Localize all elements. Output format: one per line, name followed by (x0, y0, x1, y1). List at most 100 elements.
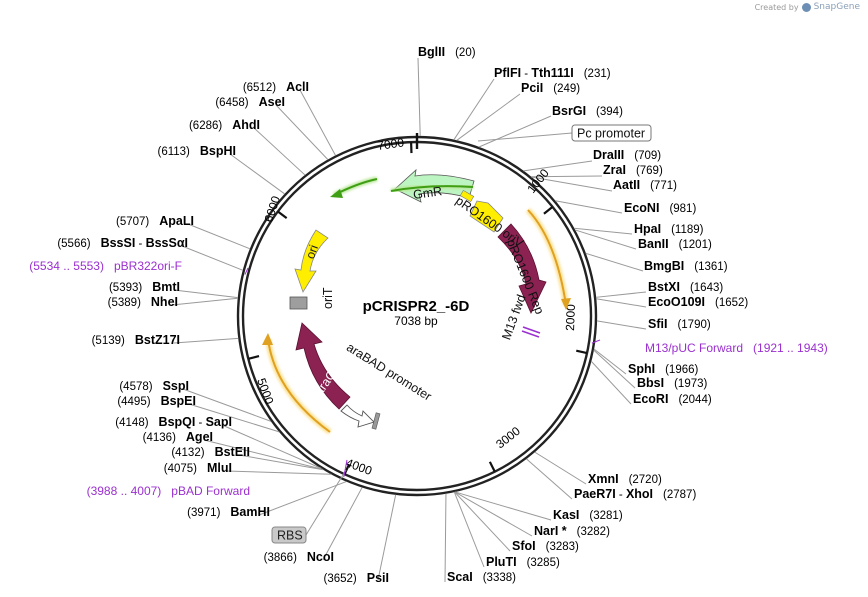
orange-arrowhead-right (561, 298, 571, 310)
enzyme-label: (4578)SspI (119, 379, 189, 393)
enzyme-leader (417, 57, 421, 137)
enzyme-label: (6512)AclI (243, 80, 309, 94)
enzyme-position: (1189) (671, 224, 704, 236)
enzyme-name: BamHI (230, 505, 270, 519)
enzyme-name: BglII (418, 45, 445, 59)
enzyme-label: KasI(3281) (553, 508, 623, 522)
snapgene-logo-icon (801, 2, 811, 12)
enzyme-name: PsiI (367, 571, 389, 585)
enzyme-position: (6458) (215, 97, 248, 109)
enzyme-name: ApaLI (159, 214, 194, 228)
enzyme-name: BmtI (152, 280, 180, 294)
enzyme-leader (453, 78, 495, 141)
orit-feature (289, 296, 308, 310)
rbs-box: RBS (271, 469, 347, 544)
enzyme-leader (182, 388, 272, 422)
enzyme-name: SphI (628, 362, 655, 376)
enzyme-position: (20) (455, 47, 476, 59)
enzyme-label: DraIII(709) (593, 148, 661, 162)
enzyme-label: (4136)AgeI (143, 430, 213, 444)
primer-label: (5534 .. 5553)pBR322ori-F (29, 259, 182, 273)
enzyme-name-2: SapI (206, 415, 232, 429)
enzyme-label: (3652)PsiI (324, 571, 390, 585)
enzyme-separator: - (521, 68, 531, 80)
enzyme-leader (453, 491, 485, 568)
enzyme-name: BstEII (215, 445, 250, 459)
pro1600-oriv-feature (469, 200, 504, 233)
scale-tick-mark (248, 355, 260, 360)
enzyme-label: (6113)BspHI (157, 144, 236, 158)
scale-tick-label: 3000 (493, 424, 523, 452)
enzyme-leader (593, 349, 636, 389)
scale-tick-label: 2000 (563, 304, 578, 331)
enzyme-name: BstZ17I (135, 333, 180, 347)
enzyme-name: BspEI (161, 394, 196, 408)
primer-leader (591, 339, 601, 344)
credit-brand: SnapGene (813, 2, 860, 12)
enzyme-position: (6512) (243, 82, 276, 94)
enzyme-name: PciI (521, 81, 543, 95)
orit-label: oriT (321, 287, 335, 309)
plasmid-size: 7038 bp (394, 314, 438, 328)
orange-arc-right (527, 209, 567, 306)
ori-feature (294, 229, 329, 293)
scale-tick-mark (576, 349, 588, 355)
enzyme-position: (1201) (679, 239, 712, 251)
scale-tick-mark (277, 210, 288, 219)
enzyme-label: ScaI(3338) (447, 570, 516, 584)
enzyme-label: BanII(1201) (638, 237, 712, 251)
scale-tick-mark (543, 205, 554, 215)
enzyme-position: (3285) (527, 557, 560, 569)
enzyme-leader (444, 493, 447, 583)
enzyme-position: (5707) (116, 216, 149, 228)
enzyme-label: BmgBI(1361) (644, 259, 728, 273)
gmr-label: GmR (412, 184, 443, 202)
enzyme-label: PaeR7I - XhoI(2787) (574, 487, 696, 501)
ori-label: ori (303, 243, 321, 261)
enzyme-label: (4495)BspEI (117, 394, 196, 408)
enzyme-position: (5566) (57, 238, 90, 250)
orange-arrowhead-left (262, 333, 273, 345)
m13-fwd-primer-mark (522, 326, 541, 334)
pc-promoter-box: Pc promoter (477, 124, 652, 142)
primer-leader (244, 267, 249, 275)
enzyme-name: BsrGI (552, 104, 586, 118)
scale-tick-label: 5000 (254, 376, 276, 406)
enzyme-position: (2720) (629, 474, 662, 486)
enzyme-label: (6458)AseI (215, 95, 285, 109)
enzyme-leader (253, 127, 306, 176)
enzyme-name: EcoNI (624, 201, 659, 215)
enzyme-name: KasI (553, 508, 579, 522)
enzyme-position: (1790) (677, 319, 710, 331)
m13-fwd-primer-mark-2 (521, 330, 540, 338)
enzyme-label: (3866)NcoI (264, 550, 334, 564)
pro1600-rep-feature (497, 223, 547, 314)
enzyme-separator: - (195, 417, 205, 429)
enzyme-label: (3971) BamHI (187, 505, 270, 519)
pc-promoter-leader (477, 132, 573, 142)
enzyme-name: AhdI (232, 118, 260, 132)
enzyme-name: BssSI (101, 236, 136, 250)
enzyme-position: (3338) (483, 572, 516, 584)
primer-name: pBR322ori-F (114, 259, 182, 273)
enzyme-position: (709) (634, 150, 661, 162)
primer-labels: M13/pUC Forward(1921 .. 1943) (3988 .. 40… (29, 259, 828, 498)
enzyme-name: NarI * (534, 524, 567, 538)
enzyme-leader (322, 487, 363, 561)
enzyme-name: BstXI (648, 280, 680, 294)
primer-range: (3988 .. 4007) (87, 484, 162, 498)
enzyme-leader (454, 491, 533, 537)
credit-prefix: Created by (754, 2, 799, 12)
plasmid-name: pCRISPR2_-6D (363, 298, 470, 315)
enzyme-separator: - (616, 489, 626, 501)
enzyme-leader (595, 291, 647, 298)
enzyme-leader (596, 298, 647, 308)
m13-fwd-label: M13 fwd (499, 293, 528, 342)
primer-name: pBAD Forward (171, 484, 250, 498)
enzyme-position: (5393) (109, 282, 142, 294)
enzyme-position: (3971) (187, 507, 220, 519)
enzyme-leader (258, 481, 347, 516)
enzyme-position: (981) (669, 203, 696, 215)
enzyme-position: (249) (553, 83, 580, 95)
primer-label: M13/pUC Forward(1921 .. 1943) (645, 341, 828, 355)
